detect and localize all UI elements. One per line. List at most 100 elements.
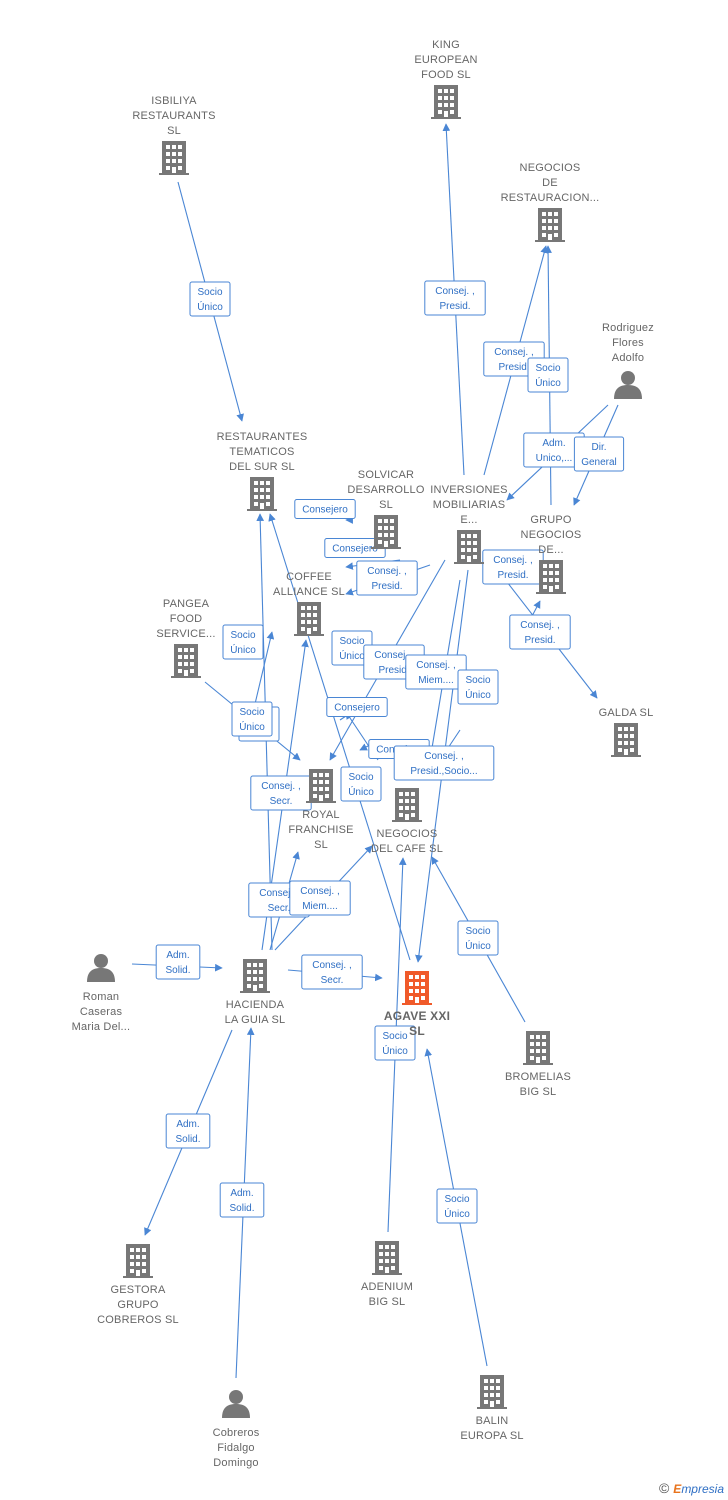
relation-label-box[interactable] [340, 766, 382, 802]
relation-label-26[interactable]: Consej. ,Secr. [301, 954, 363, 990]
relation-label-text: Único [465, 688, 491, 701]
relation-label-text: Presid. [498, 362, 529, 373]
relation-label-box[interactable] [301, 954, 363, 990]
relation-label-20[interactable]: Consej. ,Presid.,Socio... [393, 745, 495, 781]
relation-label-1[interactable]: Consej. ,Presid. [424, 280, 486, 316]
relation-label-box[interactable] [509, 614, 571, 650]
relation-label-text: Dir. [592, 442, 607, 453]
relation-label-box[interactable] [289, 880, 351, 916]
relation-label-box[interactable] [527, 357, 569, 393]
relation-label-box[interactable] [165, 1113, 211, 1149]
relation-label-box[interactable] [231, 701, 273, 737]
node-negocios-rest[interactable]: NEGOCIOSDERESTAURACION... [501, 162, 600, 242]
brand-logo: Empresia [673, 1482, 724, 1496]
company-building-icon [171, 644, 201, 678]
node-galda[interactable]: GALDA SL [599, 707, 654, 757]
relation-label-box[interactable] [457, 920, 499, 956]
relation-label-text: Único [382, 1044, 408, 1057]
relation-label-box[interactable] [155, 944, 201, 980]
brand-rest: mpresia [681, 1482, 724, 1496]
node-label-line: Flores [612, 337, 644, 349]
node-label-line: MOBILIARIAS [433, 499, 506, 511]
relation-label-8[interactable]: Consej. ,Presid. [356, 560, 418, 596]
company-building-icon [431, 85, 461, 119]
node-label-line: EUROPEAN [414, 54, 477, 66]
relation-label-text: Único [444, 1207, 470, 1220]
relation-label-box[interactable] [393, 745, 495, 781]
node-label-line: PANGEA [163, 598, 210, 610]
node-label-line: Adolfo [612, 352, 644, 364]
relation-label-6[interactable]: Consejero [294, 499, 356, 519]
relation-label-25[interactable]: Adm.Solid. [155, 944, 201, 980]
relation-label-10[interactable]: Consej. ,Presid. [509, 614, 571, 650]
relation-label-box[interactable] [222, 624, 264, 660]
relation-label-5[interactable]: Dir. General [573, 436, 625, 472]
node-label-line: COBREROS SL [97, 1314, 179, 1326]
node-label-line: INVERSIONES [430, 484, 507, 496]
relation-label-box[interactable] [219, 1182, 265, 1218]
relation-label-box[interactable] [294, 499, 356, 519]
relation-label-text: Socio [230, 630, 255, 641]
relation-label-box[interactable] [189, 281, 231, 317]
relation-label-29[interactable]: Adm.Solid. [165, 1113, 211, 1149]
node-label-line: SL [167, 125, 181, 137]
node-inversiones[interactable]: INVERSIONES MOBILIARIAS E... [430, 484, 507, 564]
relation-label-21[interactable]: Consej. ,Secr. [250, 775, 312, 811]
node-pangea[interactable]: PANGEAFOODSERVICE... [156, 598, 215, 678]
relation-label-4[interactable]: Adm.Unico,... [523, 432, 585, 468]
relation-label-box[interactable] [326, 697, 388, 717]
relation-label-box[interactable] [457, 669, 499, 705]
relation-label-box[interactable] [374, 1025, 416, 1061]
relation-label-box[interactable] [436, 1188, 478, 1224]
node-grupo-negocios[interactable]: GRUPONEGOCIOSDE... [521, 514, 582, 594]
relation-label-9[interactable]: Consej. ,Presid. [482, 549, 544, 585]
relation-label-text: Único [465, 939, 491, 952]
person-icon [87, 954, 115, 982]
node-label-line: RESTAURACION... [501, 192, 600, 204]
relation-label-text: General [581, 457, 617, 468]
node-label-line: E... [460, 514, 477, 526]
relation-label-15[interactable]: Consej. ,Miem.... [405, 654, 467, 690]
relation-label-text: Unico,... [536, 453, 573, 464]
relation-label-7[interactable]: Consejero [324, 538, 386, 558]
relation-label-13[interactable]: Consejero [326, 697, 388, 717]
relation-label-box[interactable] [424, 280, 486, 316]
company-building-icon [159, 141, 189, 175]
relation-label-24[interactable]: Consej. ,Miem.... [289, 880, 351, 916]
relation-label-text: Secr. [268, 903, 291, 914]
relation-label-box[interactable] [356, 560, 418, 596]
relation-label-text: Consejero [302, 505, 348, 516]
company-building-icon [477, 1375, 507, 1409]
node-label-line: KING [432, 39, 460, 51]
relation-label-text: Consejero [332, 544, 378, 555]
relation-label-30[interactable]: Adm.Solid. [219, 1182, 265, 1218]
node-label-line: LA GUIA SL [225, 1014, 286, 1026]
relation-label-box[interactable] [573, 436, 625, 472]
